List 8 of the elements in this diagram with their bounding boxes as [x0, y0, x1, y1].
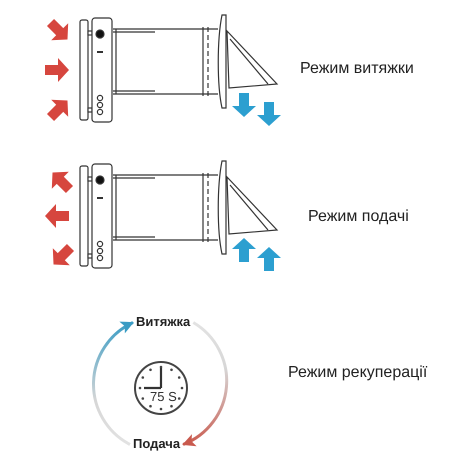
mode-label: Режим рекуперації	[288, 364, 428, 382]
phase-label: Витяжка	[136, 315, 190, 330]
phase-label: Подача	[133, 437, 180, 452]
cycle-arrow	[182, 321, 228, 446]
mode-label: Режим витяжки	[300, 60, 414, 78]
cycle-arrow	[92, 321, 134, 446]
timer-label: 75 S	[150, 390, 177, 405]
mode-label: Режим подачі	[308, 208, 409, 226]
